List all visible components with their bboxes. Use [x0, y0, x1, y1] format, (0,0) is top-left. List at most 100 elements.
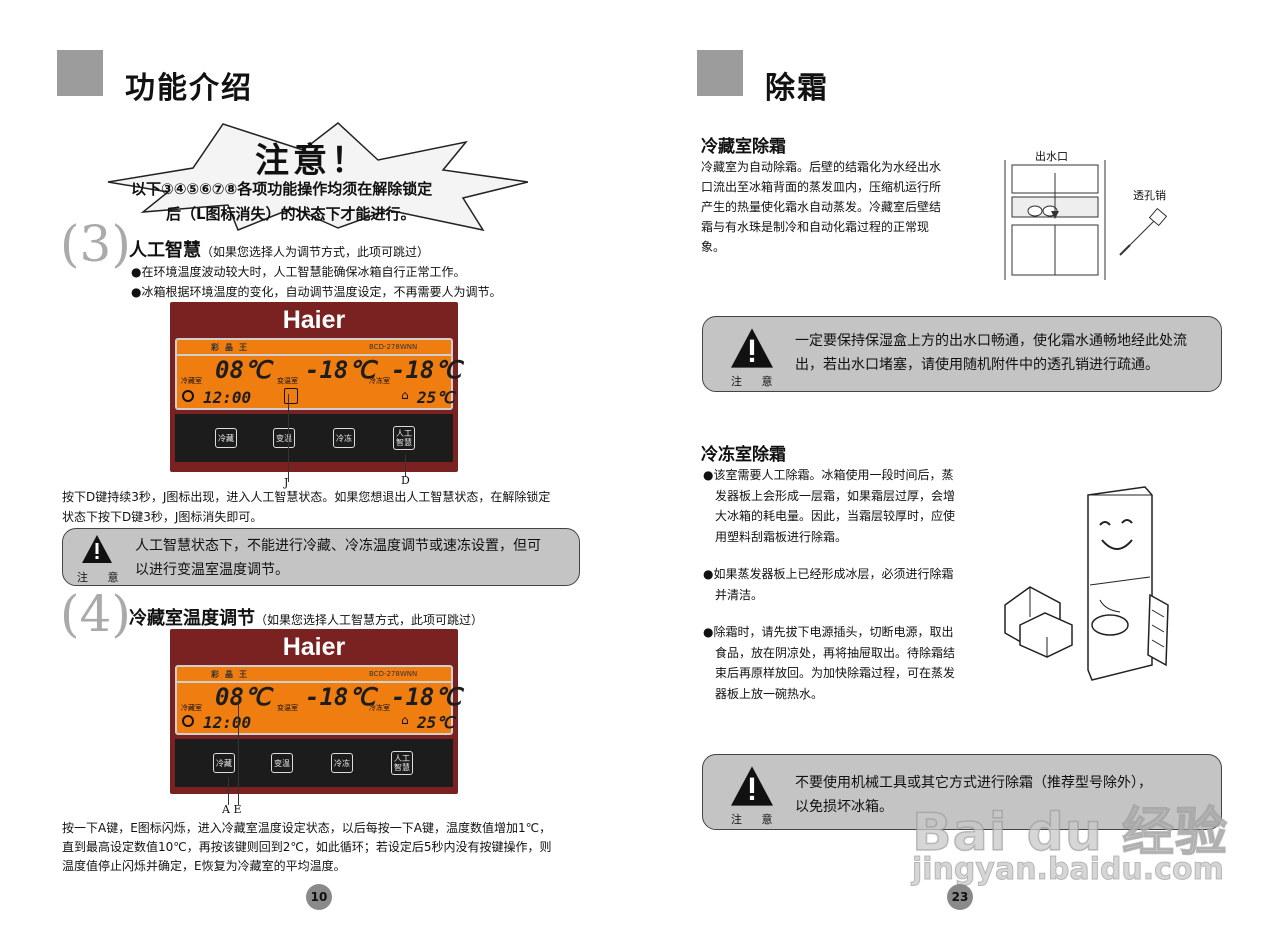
warning-line2: 以进行变温室温度调节。	[135, 562, 289, 578]
warning-box-tools: 注 意 不要使用机械工具或其它方式进行除霜（推荐型号除外）， 以免损坏冰箱。	[702, 754, 1222, 830]
warning-right1-line1: 一定要保持保湿盒上方的出水口畅通，使化霜水通畅地经此处流	[795, 333, 1187, 349]
variable-key-2[interactable]: 变温	[271, 753, 293, 773]
warning-label-right1: 注 意	[731, 375, 781, 388]
b1-line2: 发器板上会形成一层霜，如果霜层过厚，会增	[715, 488, 956, 503]
j-icon	[284, 388, 298, 404]
pointer-line-j	[288, 394, 289, 482]
item3-title: 人工智慧（如果您选择人为调节方式，此项可跳过）	[129, 236, 429, 262]
section-marker	[57, 50, 103, 96]
pointer-label-d: D	[401, 474, 410, 487]
fridge-temp-readout: 08℃	[215, 356, 271, 384]
haier-logo: Haier	[282, 306, 346, 334]
item3-bullet2: ●冰箱根据环境温度的变化，自动调节温度设定，不再需要人为调节。	[131, 285, 502, 299]
brand-label: 彩晶王	[211, 343, 253, 352]
smart-key[interactable]: 人工智慧	[393, 426, 415, 450]
notice-line1: 以下③④⑤⑥⑦⑧各项功能操作均须在解除锁定	[131, 180, 433, 198]
freezer-key-2[interactable]: 冷冻	[331, 753, 353, 773]
fridge-label-2: 冷藏室	[181, 704, 202, 712]
item4-desc1: 按一下A键，E图标闪烁，进入冷藏室温度设定状态，以后每按一下A键，温度数值增加1…	[62, 821, 552, 835]
pin-label: 透孔销	[1133, 189, 1166, 202]
panel-display: 彩晶王 BCD-278WNN 08℃ 冷藏室 -18℃ 变温室 -18℃ 冷冻室…	[175, 338, 461, 410]
control-panel-1: Haier 彩晶王 BCD-278WNN 08℃ 冷藏室 -18℃ 变温室 -1…	[170, 302, 461, 472]
fridge-defrost-p3: 产生的热量使化霜水自动蒸发。冷藏室后壁结	[701, 200, 942, 214]
variable-key[interactable]: 变温	[273, 428, 295, 448]
warning-icon	[82, 535, 112, 563]
panel-keys: 冷藏 变温 冷冻 人工智慧	[175, 414, 453, 462]
fridge-defrost-title: 冷藏室除霜	[701, 137, 786, 157]
item-number-4: (4)	[60, 585, 131, 643]
baidu-watermark-url: jingyan.baidu.com	[912, 852, 1225, 888]
fridge-key[interactable]: 冷藏	[215, 428, 237, 448]
page-number-left: 10	[306, 884, 332, 910]
b1-line3: 大冰箱的耗电量。因此，当霜层较厚时，应使	[715, 509, 956, 523]
item4-desc3: 温度值停止闪烁并确定，E恢复为冷藏室的平均温度。	[62, 859, 346, 873]
warning-label: 注 意	[77, 571, 127, 584]
warning-box-outlet: 注 意 一定要保持保湿盒上方的出水口畅通，使化霜水通畅地经此处流 出，若出水口堵…	[702, 316, 1222, 392]
fridge-label: 冷藏室	[181, 377, 202, 385]
b1-line4: 用塑料刮霜板进行除霜。	[715, 529, 848, 544]
fridge-defrost-p2: 口流出至冰箱背面的蒸发皿内，压缩机运行所	[701, 180, 942, 194]
ambient-readout: 25℃	[417, 388, 455, 407]
freezer-label-2: 冷冻室	[369, 704, 390, 712]
control-panel-2: Haier 彩晶王 BCD-278WNN 08℃ 冷藏室 -18℃ 变温室 -1…	[170, 629, 461, 794]
freezer-defrost-bullet3: ●除霜时，请先拔下电源插头，切断电源，取出 食品，放在阴凉处，再将抽屉取出。待除…	[703, 622, 955, 704]
pointer-line-e	[238, 700, 239, 805]
baidu-watermark: Bai du 经验	[911, 802, 1228, 864]
smart-key-2[interactable]: 人工智慧	[391, 751, 413, 775]
clock-icon	[182, 390, 194, 402]
outlet-label: 出水口	[1035, 150, 1068, 163]
item3-bullet1: ●在环境温度波动较大时，人工智慧能确保冰箱自行正常工作。	[131, 265, 466, 279]
item3-subtitle: （如果您选择人为调节方式，此项可跳过）	[201, 245, 430, 259]
variable-temp-readout-2: -18℃	[305, 683, 376, 711]
model-label-2: BCD-278WNN	[369, 670, 418, 678]
pointer-line-d	[405, 455, 406, 477]
model-label: BCD-278WNN	[369, 343, 418, 351]
item4-title-text: 冷藏室温度调节	[129, 608, 255, 629]
b3-line1: ●除霜时，请先拔下电源插头，切断电源，取出	[703, 625, 954, 639]
notice-starburst	[107, 122, 528, 232]
freezer-defrost-bullet1: ●该室需要人工除霜。冰箱使用一段时间后，蒸 发器板上会形成一层霜，如果霜层过厚，…	[703, 465, 955, 547]
item4-subtitle: （如果您选择人工智慧方式，此项可跳过）	[255, 613, 484, 627]
home-icon: ⌂	[401, 388, 409, 402]
clock-readout-2: 12:00	[203, 713, 252, 732]
notice-line2: 后（L图标消失）的状态下才能进行。	[166, 205, 416, 223]
b2-line1: ●如果蒸发器板上已经形成冰层，必须进行除霜	[703, 567, 954, 581]
freezer-key[interactable]: 冷冻	[333, 428, 355, 448]
clock-readout: 12:00	[203, 388, 252, 407]
warning-box-smart: 注 意 人工智慧状态下，不能进行冷藏、冷冻温度调节或速冻设置，但可 以进行变温室…	[62, 528, 580, 586]
fridge-defrost-p1: 冷藏室为自动除霜。后壁的结霜化为水经出水	[701, 160, 942, 174]
b2-line2: 并清洁。	[715, 587, 764, 602]
page-number-right: 23	[947, 884, 973, 910]
fridge-interior-illustration	[1004, 160, 1168, 280]
warning-line1: 人工智慧状态下，不能进行冷藏、冷冻温度调节或速冻设置，但可	[135, 538, 541, 554]
item-number-3: (3)	[60, 215, 131, 273]
b1-line1: ●该室需要人工除霜。冰箱使用一段时间后，蒸	[703, 468, 954, 482]
pointer-label-j: J	[284, 476, 289, 489]
warning-icon-right2	[731, 766, 773, 806]
section-title-functions: 功能介绍	[125, 71, 253, 106]
ambient-readout-2: 25℃	[417, 713, 455, 732]
brand-label-2: 彩晶王	[211, 670, 253, 679]
b3-line3: 束后再原样放回。为加快除霜过程，可在蒸发	[715, 666, 956, 680]
home-icon-2: ⌂	[401, 713, 409, 727]
pointer-label-ae: A E	[222, 803, 242, 816]
item3-desc1: 按下D键持续3秒，J图标出现，进入人工智慧状态。如果您想退出人工智慧状态，在解除…	[62, 490, 551, 504]
section-title-defrost: 除霜	[765, 71, 829, 106]
warning-label-right2: 注 意	[731, 813, 781, 826]
variable-label-2: 变温室	[277, 704, 298, 712]
fridge-defrost-p5: 象。	[701, 240, 726, 254]
item4-title: 冷藏室温度调节（如果您选择人工智慧方式，此项可跳过）	[129, 604, 483, 630]
freezer-temp-readout: -18℃	[391, 356, 462, 384]
panel-display-2: 彩晶王 BCD-278WNN 08℃ 冷藏室 -18℃ 变温室 -18℃ 冷冻室…	[175, 665, 461, 735]
notice-title: 注意！	[255, 141, 369, 181]
warning-icon-right1	[731, 328, 773, 368]
panel-keys-2: 冷藏 变温 冷冻 人工智慧	[175, 739, 453, 787]
item4-desc2: 直到最高设定数值10℃，再按该键则回到2℃，如此循环；若设定后5秒内没有按键操作…	[62, 840, 552, 854]
b3-line2: 食品，放在阴凉处，再将抽屉取出。待除霜结	[715, 645, 956, 660]
freezer-temp-readout-2: -18℃	[391, 683, 462, 711]
fridge-key-2[interactable]: 冷藏	[213, 753, 235, 773]
variable-temp-readout: -18℃	[305, 356, 376, 384]
b3-line4: 器板上放一碗热水。	[715, 686, 824, 701]
fridge-defrost-p4: 霜与有水珠是制冷和自动化霜过程的正常现	[701, 220, 930, 234]
clock-icon-2	[182, 715, 194, 727]
